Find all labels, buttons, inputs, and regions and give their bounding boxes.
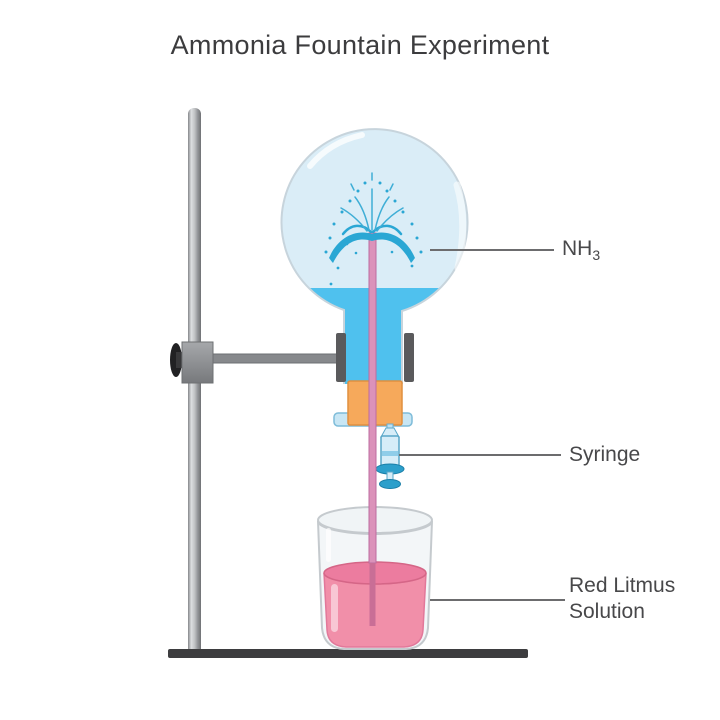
leader-lines: [399, 249, 565, 601]
clamp-boss: [181, 341, 214, 384]
label-solution-line2: Solution: [569, 600, 645, 623]
clamp-screw: [176, 352, 185, 368]
flask-liquid: [281, 288, 468, 384]
spray-droplets: [324, 181, 423, 286]
label-solution: Red Litmus Solution: [569, 573, 675, 625]
glass-tube-in-liquid: [369, 563, 376, 626]
stand-base: [168, 649, 528, 658]
spray-crown-left: [329, 232, 372, 263]
syringe-seal-band: [382, 451, 398, 456]
label-syringe: Syringe: [569, 443, 641, 466]
label-nh3-main: NH: [562, 237, 593, 260]
litmus-highlight: [331, 584, 338, 632]
page-title: Ammonia Fountain Experiment: [170, 30, 550, 60]
label-nh3: NH3: [562, 236, 600, 268]
spray-crown-right: [372, 232, 415, 263]
flask-highlight-right: [453, 181, 467, 272]
syringe: [375, 423, 405, 489]
spray-jets: [340, 172, 404, 232]
clamp-jaw-right: [404, 333, 414, 382]
flask-highlight-left: [307, 132, 365, 169]
clamp-jaw-left: [336, 333, 346, 382]
label-nh3-subscript: 3: [592, 247, 601, 264]
glass-tube: [368, 232, 377, 564]
clamp-arm: [211, 353, 341, 364]
syringe-plunger-handle: [379, 479, 401, 489]
label-solution-line1: Red Litmus: [569, 574, 676, 597]
fountain-spray: [324, 172, 423, 286]
beaker-highlight: [326, 528, 331, 562]
